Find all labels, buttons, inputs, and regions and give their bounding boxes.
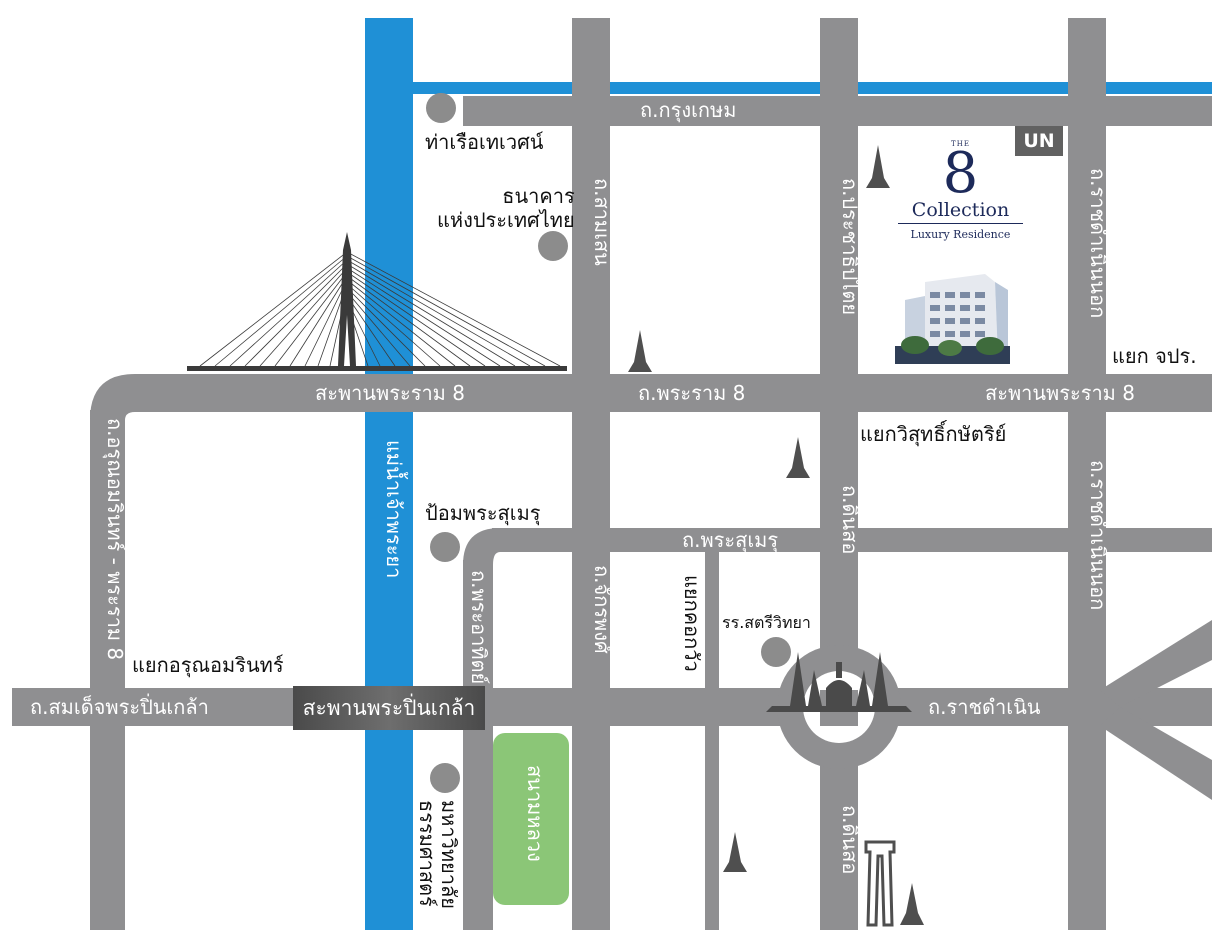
label-krungkasem: ถ.กรุงเกษม bbox=[640, 98, 737, 122]
label-satri-witthaya: รร.สตรีวิทยา bbox=[722, 613, 811, 632]
label-kok-wua: แยกคอกวัว bbox=[680, 575, 704, 672]
road-diagonal-lower bbox=[1100, 707, 1212, 800]
road-diagonal-upper bbox=[1100, 620, 1212, 707]
brand-the: THE bbox=[951, 140, 970, 148]
brand-number: 8 bbox=[942, 141, 979, 206]
temple-icon bbox=[866, 145, 890, 188]
label-din-so-bottom: ถ.ดินสอ bbox=[838, 805, 862, 875]
label-phra-athit: ถ.พระอาทิตย์ bbox=[467, 570, 491, 685]
label-arun-amarin: ถ.อรุณอมรินทร์ - พระราม 8 bbox=[103, 418, 127, 661]
brand-collection: Collection bbox=[911, 199, 1010, 221]
label-jor-por-ror: แยก จปร. bbox=[1112, 344, 1197, 368]
brand-logo: THE 8 Collection Luxury Residence bbox=[888, 140, 1033, 241]
democracy-monument-icon bbox=[766, 652, 912, 712]
brand-badge: UN bbox=[1015, 126, 1063, 156]
label-sanam-luang: สนามหลวง bbox=[523, 765, 547, 862]
temple-icon bbox=[628, 330, 652, 372]
label-thammasat: มหาวิทยาลัย ธรรมศาสตร์ bbox=[415, 800, 461, 909]
poi-phra-sumen-fort bbox=[430, 532, 460, 562]
road-ratchadamnoen bbox=[12, 688, 1212, 726]
label-arun-amarin-junction: แยกอรุณอมรินทร์ bbox=[132, 653, 284, 677]
temple-icon bbox=[723, 832, 747, 872]
road-samsen bbox=[572, 18, 610, 930]
road-arun-amarin-curve bbox=[90, 374, 135, 420]
label-wisutkasat: แยกวิสุทธิ์กษัตริย์ bbox=[860, 422, 1007, 446]
giant-swing-icon bbox=[864, 840, 896, 927]
sanam-luang-park bbox=[493, 733, 569, 905]
canal bbox=[410, 82, 1212, 94]
label-somdet-phra-pinklao: ถ.สมเด็จพระปิ่นเกล้า bbox=[30, 695, 209, 719]
label-ratchadamnoen-nok-bottom: ถ.ราชดำเนินนอก bbox=[1086, 460, 1110, 611]
temple-icon bbox=[900, 883, 924, 925]
road-ratchadamnoen-nok bbox=[1068, 18, 1106, 930]
label-rama8-road: ถ.พระราม 8 bbox=[638, 381, 746, 405]
building-illustration bbox=[895, 274, 1010, 364]
label-pinklao-bridge: สะพานพระปิ่นเกล้า bbox=[293, 686, 485, 730]
road-rama8 bbox=[135, 374, 1212, 412]
brand-tagline: Luxury Residence bbox=[910, 228, 1011, 241]
label-phra-sumen-road: ถ.พระสุเมรุ bbox=[682, 528, 779, 552]
road-kok-wua bbox=[705, 552, 719, 930]
label-rama8-bridge-right: สะพานพระราม 8 bbox=[985, 381, 1135, 405]
poi-thewet-pier bbox=[426, 93, 456, 123]
poi-satri-witthaya bbox=[761, 637, 791, 667]
label-rama8-bridge-left: สะพานพระราม 8 bbox=[315, 381, 465, 405]
road-phra-athit bbox=[463, 560, 493, 930]
label-river: แม่น้ำเจ้าพระยา bbox=[382, 440, 406, 579]
label-thewet-pier: ท่าเรือเทเวศน์ bbox=[425, 130, 544, 154]
label-phra-sumen-fort: ป้อมพระสุเมรุ bbox=[425, 501, 541, 525]
temple-icon bbox=[786, 437, 810, 478]
temple-icons bbox=[628, 145, 924, 925]
road-phra-sumen bbox=[492, 528, 1212, 552]
road-krungkasem bbox=[463, 96, 1212, 126]
road-arun-amarin bbox=[90, 410, 125, 930]
label-ratchadamnoen: ถ.ราชดำเนิน bbox=[928, 695, 1041, 719]
road-phra-athit-curve bbox=[463, 528, 500, 565]
label-din-so-top: ถ.ดินสอ bbox=[838, 485, 862, 555]
label-chakkraphong: ถ.จักรพงศ์ bbox=[590, 565, 614, 654]
chao-phraya-river bbox=[365, 18, 413, 930]
label-prachathipatai: ถ.ประชาธิปไตย bbox=[838, 178, 862, 316]
label-bank-of-thailand: ธนาคาร แห่งประเทศไทย bbox=[437, 184, 575, 232]
brand-divider bbox=[898, 223, 1023, 224]
poi-thammasat bbox=[430, 763, 460, 793]
poi-bank-of-thailand bbox=[538, 231, 568, 261]
road-network bbox=[12, 18, 1212, 930]
label-samsen: ถ.สามเสน bbox=[590, 178, 614, 266]
label-ratchadamnoen-nok-top: ถ.ราชดำเนินนอก bbox=[1086, 168, 1110, 319]
rama8-bridge bbox=[187, 232, 567, 371]
